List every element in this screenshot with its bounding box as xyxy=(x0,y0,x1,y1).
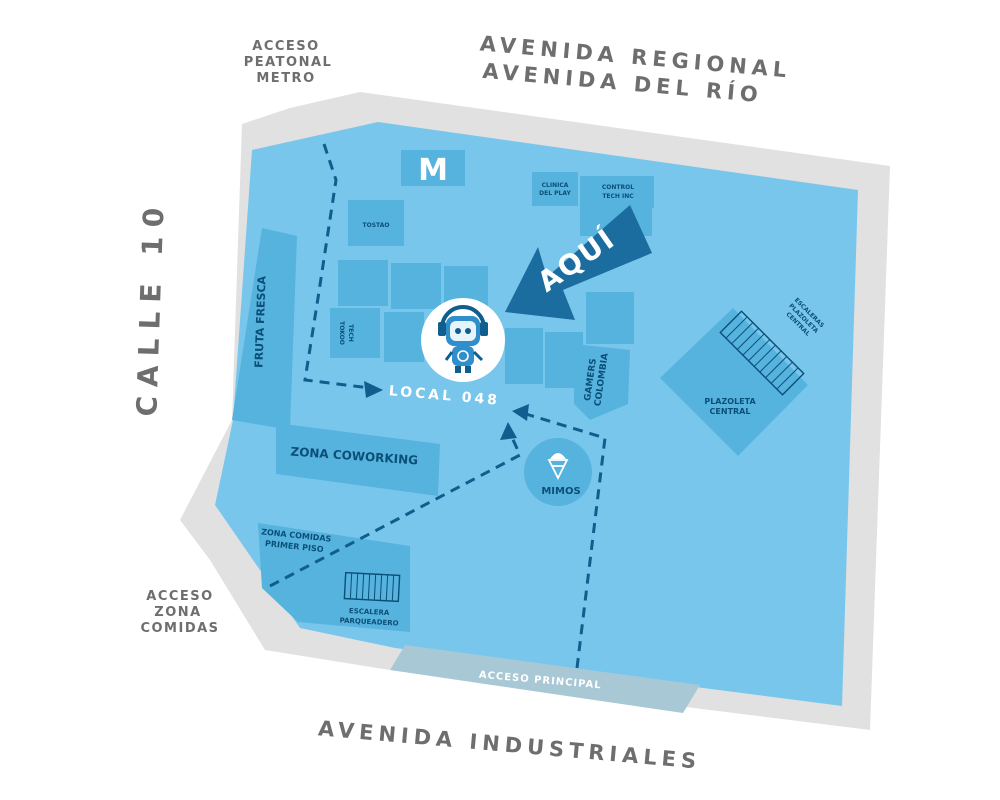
mimos-label: MIMOS xyxy=(541,486,580,497)
route-food xyxy=(269,432,522,588)
coworking-zone xyxy=(276,423,440,496)
metro-access-label-2: PEATONAL xyxy=(244,55,333,70)
plazoleta-label-2: CENTRAL xyxy=(710,407,751,416)
street-calle-10: CALLE 10 xyxy=(130,198,171,417)
route-main xyxy=(525,412,607,669)
clinica-store xyxy=(532,172,578,206)
walking-routes xyxy=(269,143,607,669)
food-access-label-3: COMIDAS xyxy=(140,621,219,636)
parking-stairs-label-1: ESCALERA xyxy=(349,607,390,617)
tostao-store xyxy=(348,200,404,246)
parking-stairs-label-2: PARQUEADERO xyxy=(339,616,398,627)
food-access-label-1: ACCESO xyxy=(146,589,213,604)
control-label-2: TECH INC xyxy=(602,193,634,200)
mcdonalds-logo-icon: M xyxy=(418,153,448,188)
control-store xyxy=(580,176,654,208)
mcdonalds-store xyxy=(401,150,465,186)
route-arrowheads xyxy=(364,381,529,440)
metro-access-label-1: ACCESO xyxy=(252,39,319,54)
food-access-label-2: ZONA xyxy=(154,605,201,620)
route-metro xyxy=(303,143,371,390)
street-avenida-industriales: AVENIDA INDUSTRIALES xyxy=(317,716,702,773)
control-label-1: CONTROL xyxy=(602,184,634,191)
tokoo-label-1: TOKOO xyxy=(338,321,345,345)
fruta-fresca-store xyxy=(232,228,297,430)
mimos-store xyxy=(524,438,592,506)
clinica-label-2: DEL PLAY xyxy=(539,190,571,197)
plazoleta-stairs-icon xyxy=(719,310,805,396)
clinica-label-1: CLINICA xyxy=(542,182,569,189)
food-zone xyxy=(258,523,410,632)
gamers-store xyxy=(574,344,630,420)
ice-cream-icon xyxy=(547,453,569,481)
fruta-fresca-label: FRUTA FRESCA xyxy=(252,275,268,368)
plazoleta-label-1: PLAZOLETA xyxy=(704,397,756,406)
main-entrance-strip xyxy=(390,645,700,713)
tostao-label: TOSTAO xyxy=(363,222,390,229)
tokoo-label-2: TECH xyxy=(347,324,354,342)
metro-access-label-3: METRO xyxy=(256,71,315,86)
plazoleta-central xyxy=(660,308,808,456)
robot-mascot-icon xyxy=(421,298,505,382)
parking-stairs-icon xyxy=(343,571,401,603)
